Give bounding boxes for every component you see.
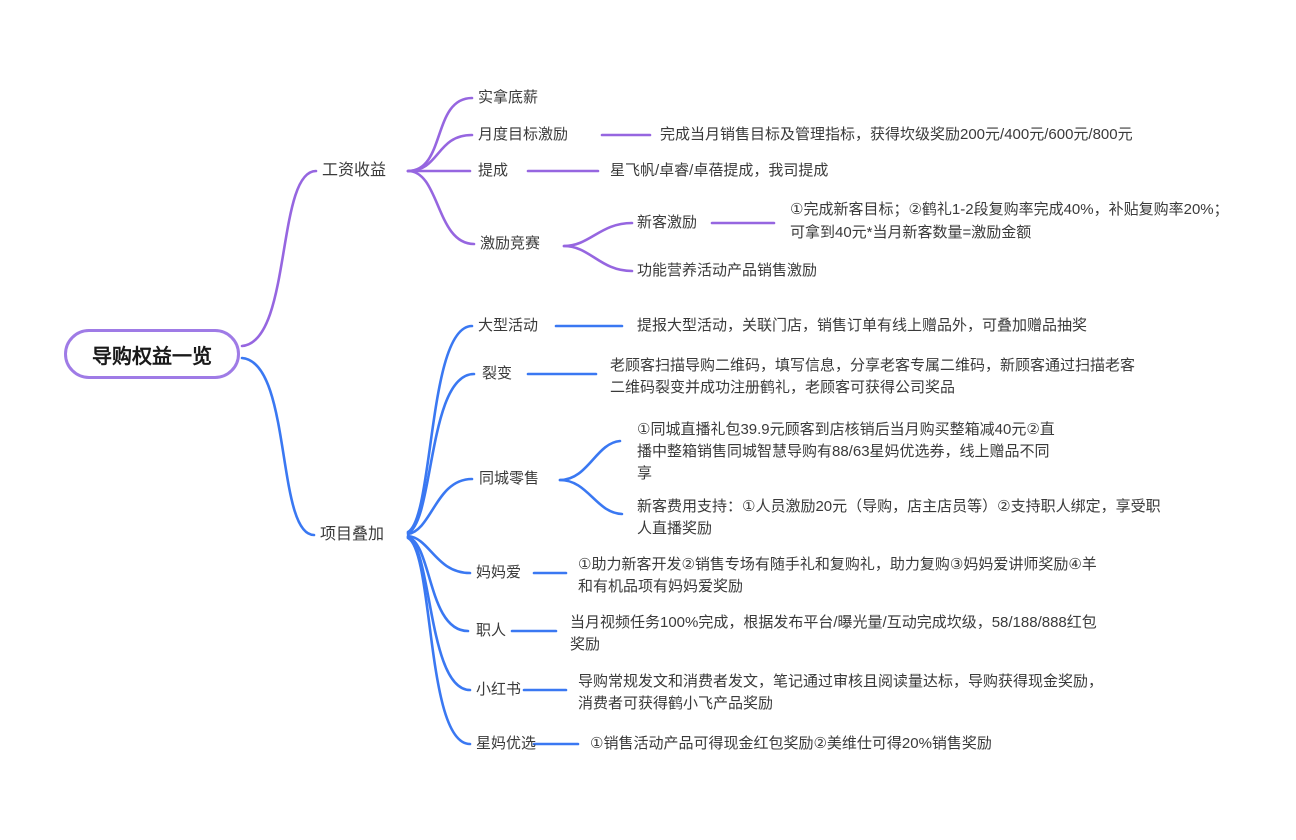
node-nutrition-incentive[interactable]: 功能营养活动产品销售激励 — [637, 262, 818, 279]
connector-contest-nutrition — [562, 244, 634, 273]
node-xiaohongshu[interactable]: 小红书 — [476, 681, 522, 698]
node-monthly-target[interactable]: 月度目标激励 — [478, 126, 569, 143]
desc-newcust-incentive[interactable]: ①完成新客目标；②鹤礼1-2段复购率完成40%，补贴复购率20%； 可拿到40元… — [790, 201, 1229, 241]
connector-cityretail-live — [558, 439, 622, 482]
node-fission[interactable]: 裂变 — [482, 365, 513, 382]
desc-xingma[interactable]: ①销售活动产品可得现金红包奖励②美维仕可得20%销售奖励 — [590, 735, 992, 752]
connector-projects-xingma — [406, 536, 472, 746]
node-contest[interactable]: 激励竞赛 — [480, 235, 541, 252]
desc-zhiren[interactable]: 当月视频任务100%完成，根据发布平台/曝光量/互动完成坎级，58/188/88… — [570, 614, 1097, 653]
desc-cityretail-live[interactable]: ①同城直播礼包39.9元顾客到店核销后当月购买整箱减40元②直 播中整箱销售同城… — [637, 421, 1055, 482]
node-salary[interactable]: 工资收益 — [322, 162, 387, 179]
node-base-salary[interactable]: 实拿底薪 — [478, 89, 539, 106]
desc-cityretail-support[interactable]: 新客费用支持：①人员激励20元（导购，店主店员等）②支持职人绑定，享受职 人直播… — [637, 498, 1161, 537]
node-xingma[interactable]: 星妈优选 — [476, 735, 537, 752]
desc-xiaohongshu[interactable]: 导购常规发文和消费者发文，笔记通过审核且阅读量达标，导购获得现金奖励， 消费者可… — [578, 673, 1104, 712]
connector-projects-cityretail — [406, 477, 474, 536]
connector-projects-xiaohongshu — [406, 535, 472, 692]
desc-bigevent[interactable]: 提报大型活动，关联门店，销售订单有线上赠品外，可叠加赠品抽奖 — [637, 317, 1088, 334]
connector-salary-base — [406, 96, 474, 173]
node-cityretail[interactable]: 同城零售 — [479, 470, 540, 487]
connector-projects-zhiren — [406, 535, 470, 633]
connector-contest-newcust — [562, 221, 634, 248]
root-node[interactable]: 导购权益一览 — [64, 329, 240, 379]
connector-projects-mamalove — [406, 534, 472, 575]
connector-projects-fission — [406, 372, 476, 535]
connector-cityretail-support — [558, 478, 624, 516]
connector-root-projects — [240, 356, 316, 537]
node-newcust-incentive[interactable]: 新客激励 — [637, 214, 698, 231]
desc-monthly-target[interactable]: 完成当月销售目标及管理指标，获得坎级奖励200元/400元/600元/800元 — [660, 126, 1133, 143]
desc-mamalove[interactable]: ①助力新客开发②销售专场有随手礼和复购礼，助力复购③妈妈爱讲师奖励④羊 和有机品… — [578, 556, 1097, 595]
desc-commission[interactable]: 星飞帆/卓睿/卓蓓提成，我司提成 — [610, 162, 829, 179]
node-bigevent[interactable]: 大型活动 — [478, 317, 539, 334]
connector-projects-bigevent — [406, 324, 474, 534]
node-commission[interactable]: 提成 — [478, 162, 509, 179]
node-mamalove[interactable]: 妈妈爱 — [476, 564, 522, 581]
connector-root-salary — [240, 169, 318, 348]
node-zhiren[interactable]: 职人 — [476, 622, 507, 639]
connector-salary-monthly — [406, 133, 474, 173]
node-projects[interactable]: 项目叠加 — [320, 526, 385, 543]
desc-fission[interactable]: 老顾客扫描导购二维码，填写信息，分享老客专属二维码，新顾客通过扫描老客 二维码裂… — [610, 357, 1136, 396]
connector-salary-contest — [406, 169, 476, 246]
